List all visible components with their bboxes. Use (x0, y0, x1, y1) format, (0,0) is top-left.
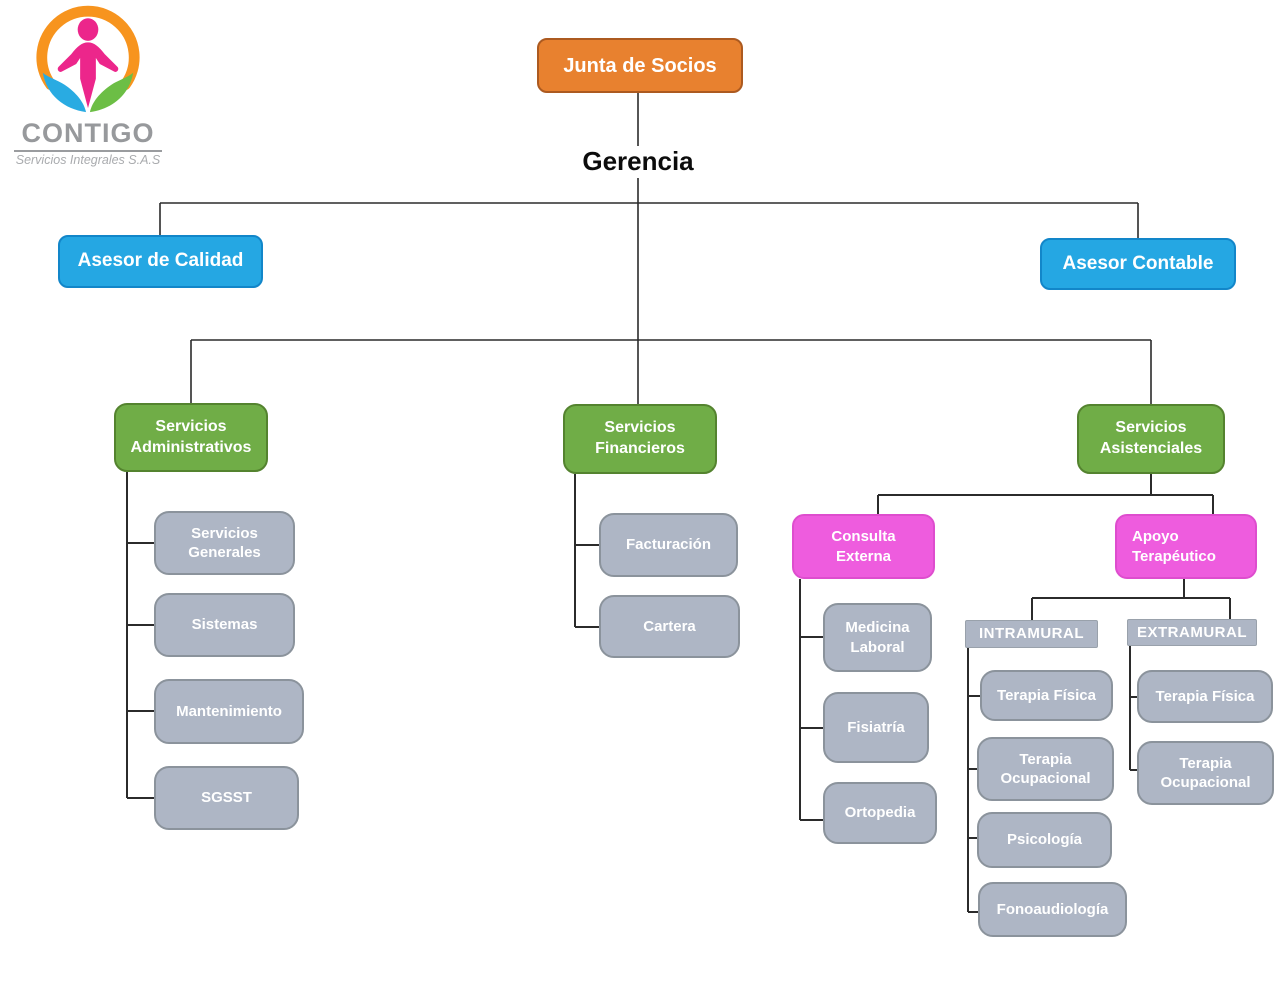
node-sistemas: Sistemas (154, 593, 295, 657)
node-mantenimiento: Mantenimiento (154, 679, 304, 744)
node-asesor-de-calidad: Asesor de Calidad (58, 235, 263, 288)
node-consulta-externa: Consulta Externa (792, 514, 935, 579)
company-logo: CONTIGO Servicios Integrales S.A.S (6, 4, 170, 167)
node-facturacion: Facturación (599, 513, 738, 577)
logo-tagline: Servicios Integrales S.A.S (15, 153, 161, 167)
node-fisiatria: Fisiatría (823, 692, 929, 763)
node-cartera: Cartera (599, 595, 740, 658)
node-junta-de-socios: Junta de Socios (537, 38, 743, 93)
node-sgsst: SGSST (154, 766, 299, 830)
node-servicios-financieros: Servicios Financieros (563, 404, 717, 474)
node-servicios-generales: Servicios Generales (154, 511, 295, 575)
node-gerencia: Gerencia (582, 146, 694, 176)
node-terapia-ocupacional-intramural: Terapia Ocupacional (977, 737, 1114, 801)
node-terapia-ocupacional-extramural: Terapia Ocupacional (1137, 741, 1274, 805)
node-terapia-fisica-extramural: Terapia Física (1137, 670, 1273, 723)
node-fonoaudiologia: Fonoaudiología (978, 882, 1127, 937)
node-servicios-asistenciales: Servicios Asistenciales (1077, 404, 1225, 474)
node-extramural: EXTRAMURAL (1127, 619, 1257, 646)
logo-name: CONTIGO (14, 118, 162, 152)
node-medicina-laboral: Medicina Laboral (823, 603, 932, 672)
node-ortopedia: Ortopedia (823, 782, 937, 844)
node-terapia-fisica-intramural: Terapia Física (980, 670, 1113, 721)
node-asesor-contable: Asesor Contable (1040, 238, 1236, 290)
person-in-hands-icon (36, 5, 140, 113)
node-apoyo-terapeutico: Apoyo Terapéutico (1115, 514, 1257, 579)
node-psicologia: Psicología (977, 812, 1112, 868)
node-servicios-administrativos: Servicios Administrativos (114, 403, 268, 472)
node-intramural: INTRAMURAL (965, 620, 1098, 648)
